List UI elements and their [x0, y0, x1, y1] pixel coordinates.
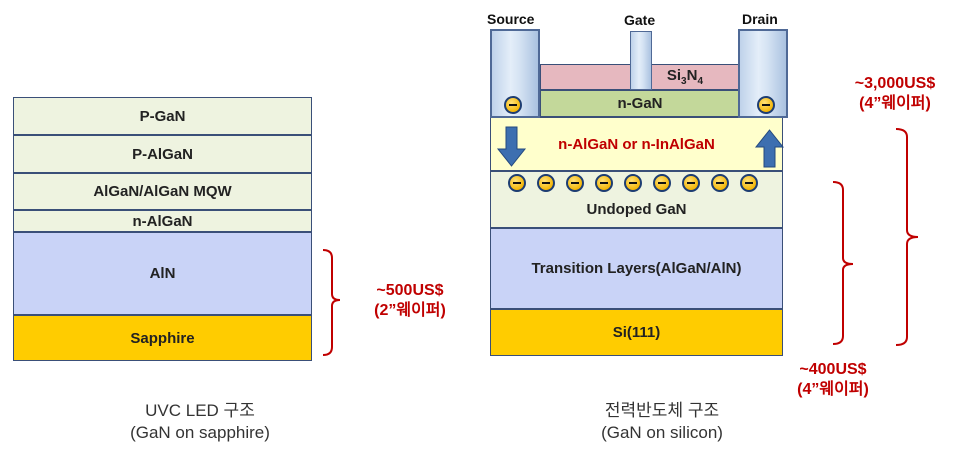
left-caption-sub: (GaN on sapphire) — [130, 423, 270, 442]
left-price: ~500US$ (2”웨이퍼) — [345, 281, 475, 321]
2deg-electron-icon — [595, 174, 613, 192]
source-contact — [490, 29, 540, 118]
si3n4-label: Si3N4 — [666, 67, 703, 87]
drain-label: Drain — [742, 11, 778, 27]
left-caption-title: UVC LED 구조 — [145, 401, 255, 420]
layer-mqw: AlGaN/AlGaN MQW — [13, 173, 312, 210]
layer-p-gan: P-GaN — [13, 97, 312, 135]
layer-sapphire: Sapphire — [13, 315, 312, 361]
left-price-bracket — [322, 249, 341, 356]
layer-transition: Transition Layers(AlGaN/AlN) — [490, 228, 783, 309]
bottom-price-wafer: (4”웨이퍼) — [797, 381, 869, 398]
left-price-wafer: (2”웨이퍼) — [374, 302, 446, 319]
source-label: Source — [487, 11, 535, 27]
2deg-electron-icon — [711, 174, 729, 192]
right-caption: 전력반도체 구조 (GaN on silicon) — [562, 400, 762, 444]
top-price: ~3,000US$ (4”웨이퍼) — [830, 74, 960, 114]
2deg-electron-icon — [566, 174, 584, 192]
layer-barrier: n-AlGaN or n-InAlGaN — [490, 117, 783, 171]
layer-aln: AlN — [13, 232, 312, 315]
drain-electron-icon — [757, 96, 775, 114]
bottom-price: ~400US$ (4”웨이퍼) — [768, 360, 898, 400]
2deg-electron-icon — [624, 174, 642, 192]
layer-n-gan: n-GaN — [540, 90, 740, 117]
top-price-value: ~3,000US$ — [854, 75, 936, 92]
gate-contact — [630, 31, 652, 90]
2deg-electron-icon — [682, 174, 700, 192]
bottom-price-value: ~400US$ — [799, 361, 867, 378]
source-electron-icon — [504, 96, 522, 114]
top-price-wafer: (4”웨이퍼) — [859, 95, 931, 112]
2deg-electron-icon — [537, 174, 555, 192]
gate-label: Gate — [624, 12, 656, 28]
2deg-electron-icon — [653, 174, 671, 192]
down-arrow-icon — [496, 126, 527, 167]
layer-p-algan: P-AlGaN — [13, 135, 312, 173]
bottom-price-bracket — [832, 181, 854, 345]
2deg-electron-icon — [508, 174, 526, 192]
top-price-bracket — [895, 128, 919, 346]
right-caption-sub: (GaN on silicon) — [601, 423, 723, 442]
layer-n-algan: n-AlGaN — [13, 210, 312, 232]
up-arrow-icon — [754, 129, 785, 168]
right-caption-title: 전력반도체 구조 — [604, 401, 720, 420]
left-caption: UVC LED 구조 (GaN on sapphire) — [100, 400, 300, 444]
layer-si111: Si(111) — [490, 309, 783, 356]
2deg-electron-icon — [740, 174, 758, 192]
left-price-value: ~500US$ — [376, 282, 444, 299]
